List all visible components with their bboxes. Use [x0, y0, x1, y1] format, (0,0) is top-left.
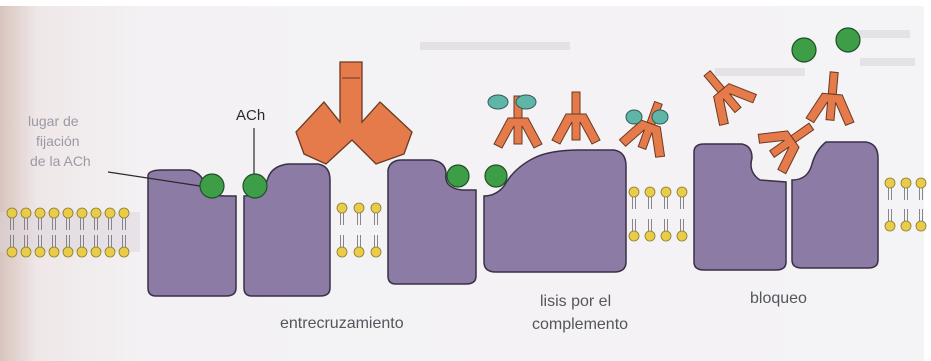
bilayer-left — [0, 208, 140, 257]
ach-molecule-3 — [447, 165, 469, 187]
caption-lysis-line-2: complemento — [532, 316, 628, 333]
caption-crosslinking: entrecruzamiento — [280, 315, 404, 332]
binding-site-label-line-2: fijación — [36, 133, 80, 149]
binding-site-label-line-1: lugar de — [28, 113, 79, 129]
complement-protein-4 — [652, 110, 668, 124]
frame-top-edge — [0, 0, 931, 6]
ach-label: ACh — [236, 107, 265, 124]
caption-blocking: bloqueo — [750, 290, 807, 307]
ach-molecule-6 — [836, 28, 860, 52]
complement-protein-3 — [626, 110, 642, 124]
ach-molecule-2 — [243, 174, 267, 198]
ach-molecule-1 — [200, 174, 224, 198]
caption-lysis-line-1: lisis por el — [540, 293, 611, 310]
complement-protein-1 — [488, 95, 508, 109]
complement-protein-2 — [516, 95, 536, 109]
binding-site-label-line-3: de la ACh — [30, 153, 91, 169]
ach-molecule-5 — [792, 38, 816, 62]
ach-molecule-4 — [485, 165, 507, 187]
